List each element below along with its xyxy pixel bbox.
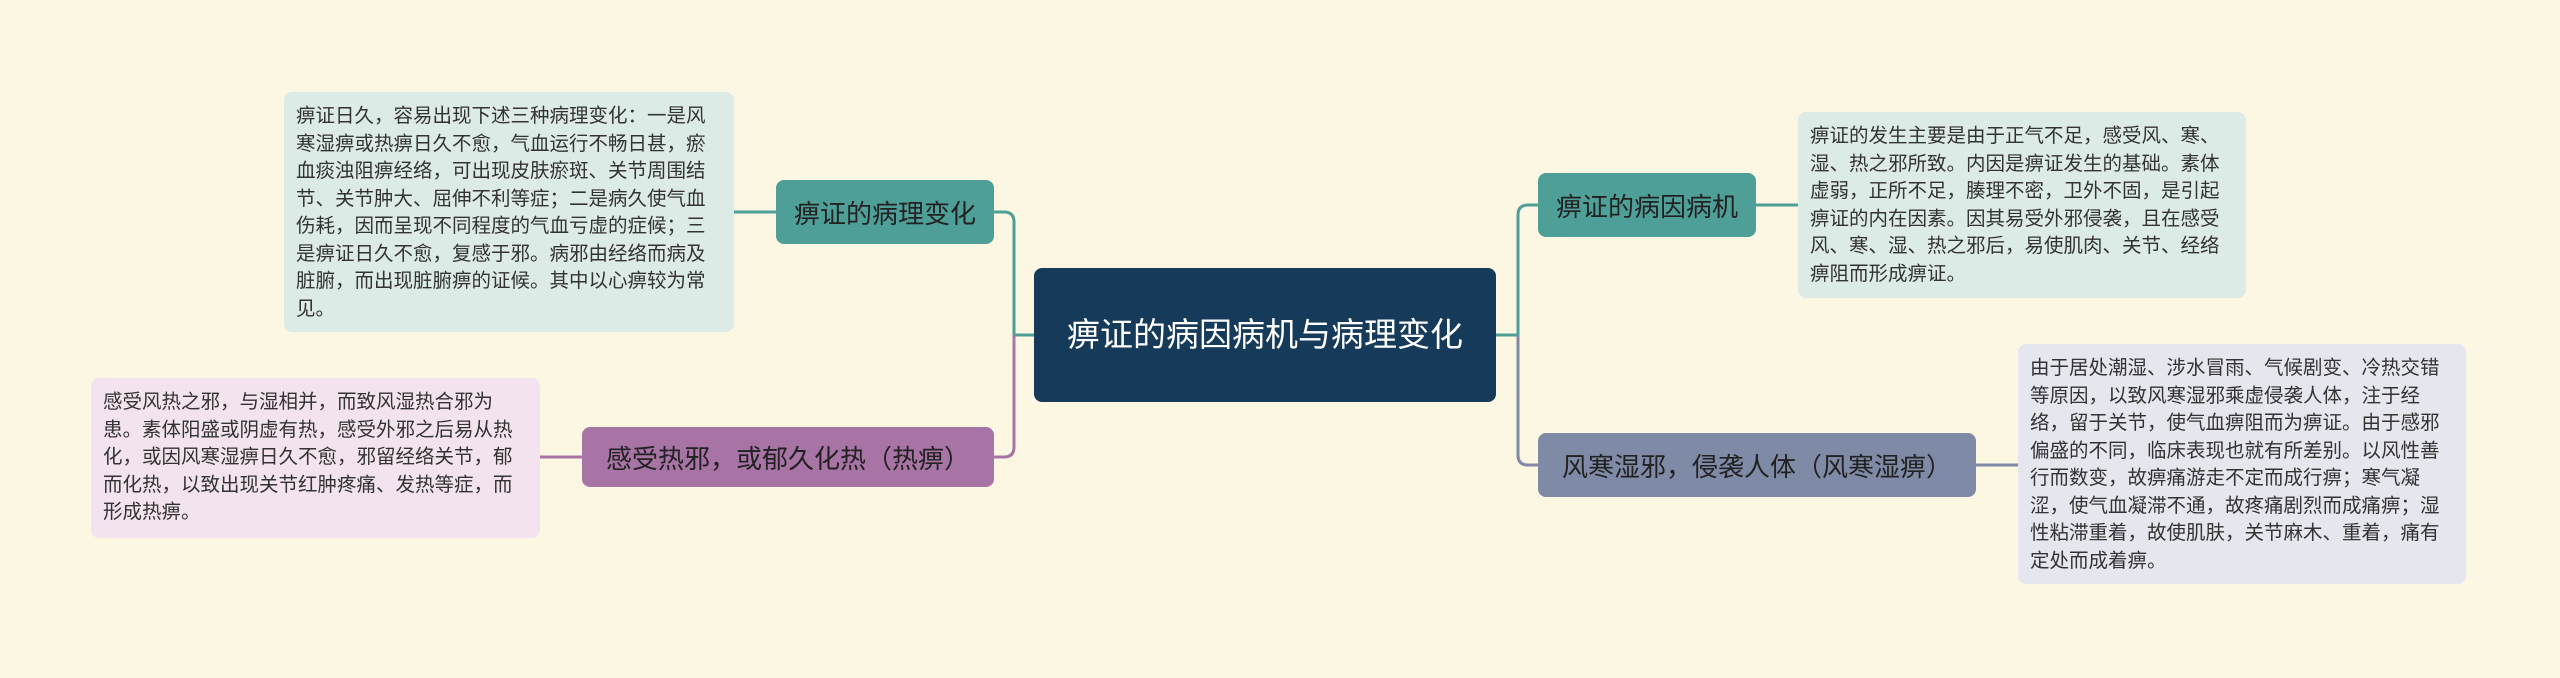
note-wind-cold-damp-bi-text: 由于居处潮湿、涉水冒雨、气候剧变、冷热交错等原因，以致风寒湿邪乘虚侵袭人体，注于… — [2030, 356, 2440, 572]
branch-heat-bi-label: 感受热邪，或郁久化热（热痹） — [605, 444, 970, 475]
branch-wind-cold-damp-bi[interactable]: 风寒湿邪，侵袭人体（风寒湿痹） — [1538, 433, 1976, 497]
connector-root-to-cold-branch — [1516, 335, 1538, 467]
note-etiology-pathogenesis[interactable]: 痹证的发生主要是由于正气不足，感受风、寒、湿、热之邪所致。内因是痹证发生的基础。… — [1798, 112, 2246, 298]
connector-root-to-cause-branch — [1496, 203, 1538, 337]
branch-wind-cold-damp-bi-label: 风寒湿邪，侵袭人体（风寒湿痹） — [1561, 452, 1952, 483]
note-heat-bi[interactable]: 感受风热之邪，与湿相并，而致风湿热合邪为患。素体阳盛或阴虚有热，感受外邪之后易从… — [91, 378, 540, 538]
branch-pathology-changes[interactable]: 痹证的病理变化 — [776, 180, 994, 244]
branch-heat-bi[interactable]: 感受热邪，或郁久化热（热痹） — [582, 427, 994, 487]
branch-pathology-changes-label: 痹证的病理变化 — [793, 199, 976, 230]
branch-etiology-pathogenesis[interactable]: 痹证的病因病机 — [1538, 173, 1756, 237]
root-topic-title: 痹证的病因病机与病理变化 — [1067, 315, 1463, 354]
note-pathology-changes[interactable]: 痹证日久，容易出现下述三种病理变化：一是风寒湿痹或热痹日久不愈，气血运行不畅日甚… — [284, 92, 734, 332]
note-pathology-changes-text: 痹证日久，容易出现下述三种病理变化：一是风寒湿痹或热痹日久不愈，气血运行不畅日甚… — [296, 104, 706, 320]
connector-root-left-trunk — [994, 210, 1034, 337]
root-topic[interactable]: 痹证的病因病机与病理变化 — [1034, 268, 1496, 402]
note-etiology-pathogenesis-text: 痹证的发生主要是由于正气不足，感受风、寒、湿、热之邪所致。内因是痹证发生的基础。… — [1810, 124, 2220, 285]
note-heat-bi-text: 感受风热之邪，与湿相并，而致风湿热合邪为患。素体阳盛或阴虚有热，感受外邪之后易从… — [103, 390, 513, 523]
branch-etiology-pathogenesis-label: 痹证的病因病机 — [1555, 192, 1738, 223]
connector-root-to-heat-branch — [994, 335, 1016, 459]
note-wind-cold-damp-bi[interactable]: 由于居处潮湿、涉水冒雨、气候剧变、冷热交错等原因，以致风寒湿邪乘虚侵袭人体，注于… — [2018, 344, 2466, 584]
